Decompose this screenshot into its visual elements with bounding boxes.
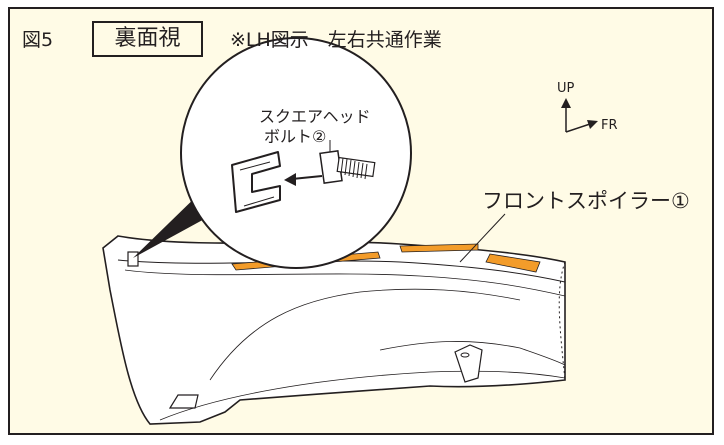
spoiler-inner-curve	[209, 288, 521, 381]
clip-recess	[127, 251, 139, 267]
fr-arrow-line	[565, 123, 591, 133]
spoiler-lower-edge	[159, 370, 566, 421]
tape-strip-3	[485, 253, 541, 273]
callout-line-1: スクエアヘッド	[259, 107, 371, 126]
figure-number: 図5	[22, 29, 54, 51]
c-clip-inner	[239, 161, 275, 207]
view-label: 裏面視	[92, 21, 203, 57]
bracket-hole	[460, 352, 470, 358]
part-label: フロントスポイラー①	[482, 189, 690, 213]
up-arrowhead	[561, 98, 571, 108]
cut-edge	[558, 261, 566, 381]
insert-arrowhead	[284, 173, 296, 186]
insert-arrow-line	[291, 175, 323, 180]
part-label-leader	[459, 213, 506, 263]
spoiler-crease-line	[124, 269, 566, 297]
spoiler-inner-curve-2	[379, 341, 566, 366]
tape-strip-2	[399, 243, 479, 253]
bracket-left	[168, 394, 199, 409]
fr-arrowhead	[587, 120, 598, 129]
up-label: UP	[557, 81, 575, 96]
bolt-thread	[340, 157, 368, 180]
fr-label: FR	[601, 118, 618, 133]
detail-circle	[180, 37, 412, 269]
spoiler-edge-line	[117, 259, 566, 283]
figure-note: ※LH図示 左右共通作業	[230, 29, 442, 51]
c-clip	[231, 151, 281, 213]
callout-line-2: ボルト②	[264, 127, 327, 146]
